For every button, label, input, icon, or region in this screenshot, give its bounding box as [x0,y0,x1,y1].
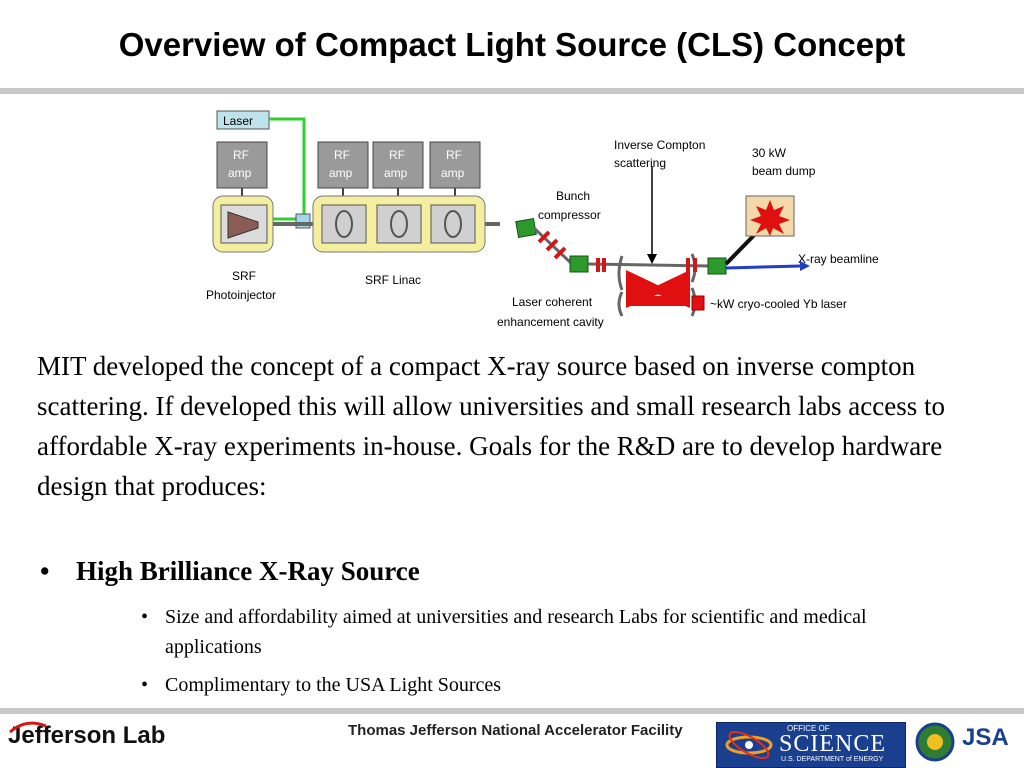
jsa-logo: JSA [962,724,1009,752]
inverse-compton-label-2: scattering [614,156,666,170]
body-paragraph: MIT developed the concept of a compact X… [37,351,945,501]
bottom-divider [0,708,1024,714]
bunch-compressor-label-2: compressor [538,208,601,222]
srf-photoinjector-label-1: SRF [232,269,256,283]
inverse-compton-label-1: Inverse Compton [614,138,705,152]
rf-amp-linac-2: RF amp [372,141,424,201]
svg-text:amp: amp [228,166,252,180]
svg-text:RF: RF [389,148,405,162]
compressor-quads [537,230,567,260]
srf-photoinjector-label-2: Photoinjector [206,288,276,302]
cls-diagram: Laser RF amp RF amp RF amp RF amp [206,110,879,329]
dipole-2 [569,255,589,273]
laser-label: Laser [223,114,253,128]
rf-amp-photoinjector: RF amp [216,141,268,201]
doe-seal-icon [915,722,955,762]
science-bottom-text: U.S. DEPARTMENT of ENERGY [781,756,884,763]
srf-linac-module [312,195,486,253]
jefferson-lab-logo: Jefferson Lab [8,722,165,750]
bullet-symbol: • [40,556,50,586]
yb-laser-box [691,295,705,311]
svg-text:amp: amp [441,166,465,180]
science-main-text: SCIENCE [779,731,887,757]
science-top-text: OFFICE OF [787,724,830,733]
xray-beamline-label: X-ray beamline [798,252,879,266]
svg-text:RF: RF [446,148,462,162]
rf-amp-linac-1: RF amp [317,141,369,201]
sub-bullet-symbol: • [141,674,149,696]
bullet-text: High Brilliance X-Ray Source [76,556,420,586]
facility-name: Thomas Jefferson National Accelerator Fa… [348,722,683,739]
doe-science-logo: OFFICE OF SCIENCE U.S. DEPARTMENT of ENE… [716,722,906,768]
atom-icon [725,731,773,759]
bullet-high-brilliance: • High Brilliance X-Ray Source [40,556,420,587]
sub-bullet-text: Size and affordability aimed at universi… [165,606,867,658]
beam-dump-label-1: 30 kW [752,146,787,160]
jsa-text: JSA [962,724,1009,751]
svg-text:RF: RF [233,148,249,162]
jlab-swoosh-icon [9,721,47,734]
page-title: Overview of Compact Light Source (CLS) C… [118,26,906,63]
laser-cavity-label-1: Laser coherent [512,295,593,309]
beam-dump-label-2: beam dump [752,164,816,178]
xray-beam [725,264,801,270]
sub-bullet-symbol: • [141,606,149,628]
srf-linac-label: SRF Linac [365,273,421,287]
sub-bullet-2: • Complimentary to the USA Light Sources [141,670,941,700]
bunch-compressor-label-1: Bunch [556,189,590,203]
top-divider [0,88,1024,94]
rf-amp-linac-3: RF amp [429,141,481,201]
svg-text:amp: amp [384,166,408,180]
beam-dump [745,195,795,237]
srf-photoinjector [212,195,274,253]
laser-cavity-label-2: enhancement cavity [497,315,604,329]
dipole-1 [515,217,537,239]
laser-path [269,117,306,216]
svg-text:amp: amp [329,166,353,180]
sub-bullet-text: Complimentary to the USA Light Sources [165,674,502,696]
svg-text:RF: RF [334,148,350,162]
yb-laser-label: ~kW cryo-cooled Yb laser [710,297,847,311]
sub-bullet-1: • Size and affordability aimed at univer… [141,602,941,662]
dipole-3 [707,257,727,275]
jefferson-lab-text: Jefferson Lab [8,722,166,749]
